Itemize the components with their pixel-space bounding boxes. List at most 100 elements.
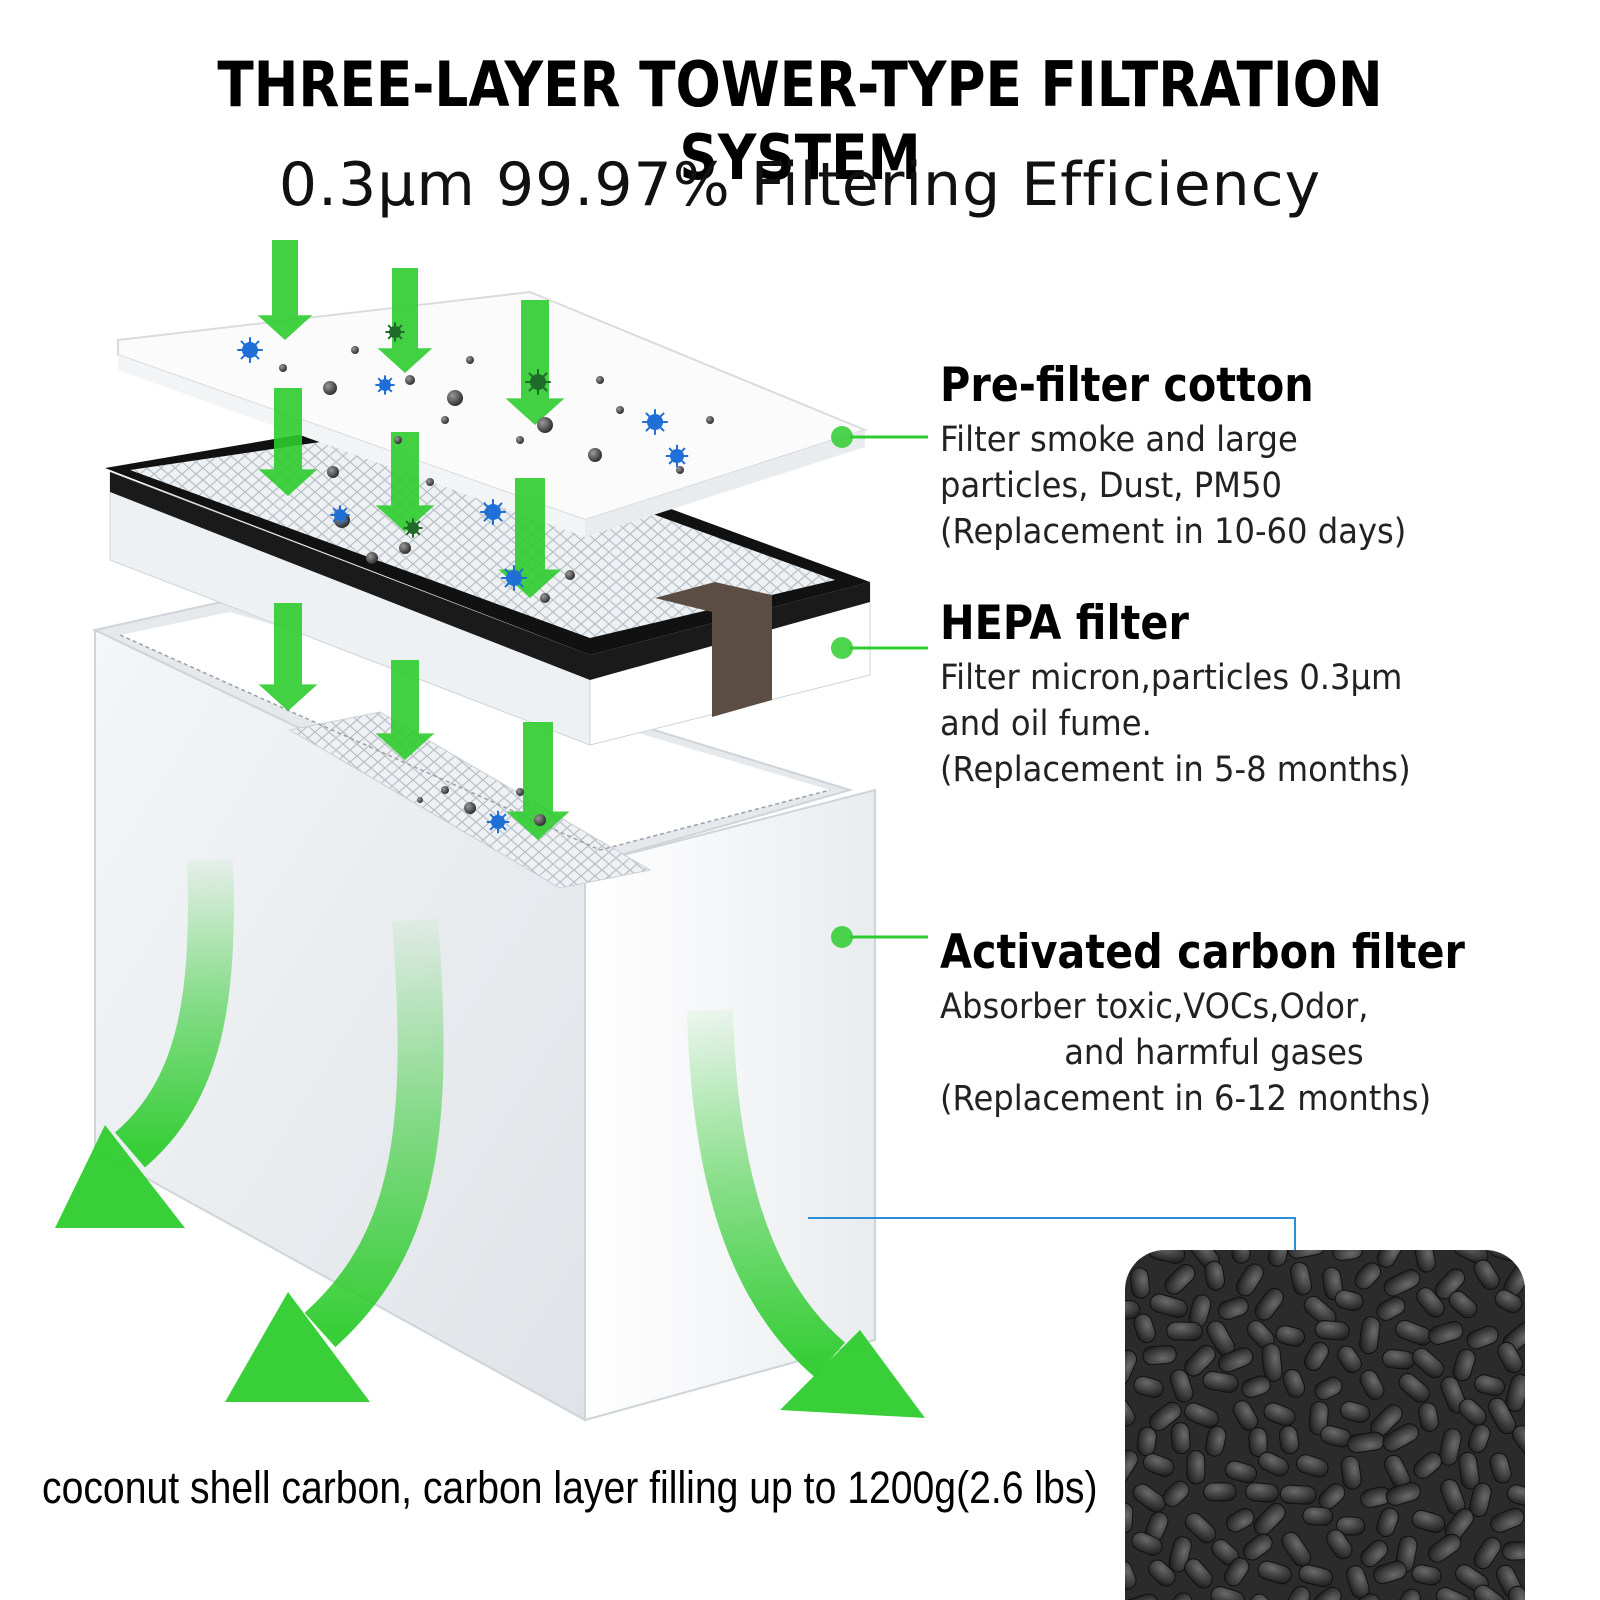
carbon-pellet <box>1428 1321 1464 1345</box>
carbon-pellet <box>1336 1516 1366 1536</box>
carbon-pellet <box>1248 1427 1268 1458</box>
carbon-pellet <box>1395 1319 1432 1346</box>
carbon-pellet <box>1494 1289 1523 1314</box>
carbon-pellet <box>1385 1481 1421 1506</box>
carbon-pellet <box>1282 1585 1311 1600</box>
carbon-pellet <box>1347 1431 1385 1454</box>
carbon-pellet <box>1287 1250 1326 1259</box>
down-arrow-icon <box>505 300 565 425</box>
carbon-pellet <box>1487 1397 1517 1435</box>
carbon-pellet <box>1125 1349 1138 1386</box>
carbon-pellet <box>1125 1593 1159 1600</box>
carbon-pellet <box>1275 1325 1305 1347</box>
airflow-arrows <box>55 240 925 1418</box>
dust-particle <box>676 466 684 474</box>
layer-desc-line: (Replacement in 5-8 months) <box>940 750 1411 790</box>
dust-particle <box>366 552 378 564</box>
dust-particle <box>279 364 287 372</box>
virus-icon <box>501 565 527 591</box>
carbon-pellet <box>1382 1349 1415 1370</box>
carbon-pellet <box>1186 1450 1206 1485</box>
carbon-pellet <box>1125 1397 1136 1427</box>
layer-carbon: Activated carbon filter Absorber toxic,V… <box>940 925 1537 1122</box>
leader-pre-filter <box>831 426 928 448</box>
carbon-pellet <box>1289 1261 1313 1296</box>
carbon-pellet <box>1383 1268 1421 1297</box>
carbon-pellet <box>1162 1592 1193 1600</box>
carbon-pellet <box>1382 1423 1419 1452</box>
carbon-pellet <box>1133 1313 1156 1344</box>
carbon-pellet <box>1245 1482 1280 1503</box>
carbon-pellet <box>1314 1376 1343 1401</box>
carbon-pellet <box>1473 1584 1506 1600</box>
carbon-pellet <box>1218 1347 1254 1373</box>
carbon-pellet <box>1235 1263 1264 1297</box>
carbon-pellet <box>1142 1344 1177 1366</box>
leader-hepa <box>831 637 928 659</box>
carbon-pellet <box>1125 1560 1137 1590</box>
carbon-pellet <box>1489 1452 1512 1484</box>
carbon-pellet <box>1263 1402 1296 1427</box>
carbon-pellet <box>1253 1503 1286 1536</box>
carbon-pellet <box>1417 1402 1440 1432</box>
leader-carbon-photo <box>808 1217 1296 1255</box>
virus-icon <box>525 369 551 395</box>
carbon-pellet <box>1438 1428 1462 1466</box>
airflow-arrowhead-icon <box>780 1330 925 1418</box>
carbon-pellet <box>1427 1533 1462 1563</box>
dust-particle <box>323 381 337 395</box>
carbon-pellet <box>1435 1587 1472 1600</box>
down-arrow-icon <box>257 240 313 340</box>
dust-particle <box>399 542 411 554</box>
airflow-curve <box>304 918 444 1348</box>
carbon-pellet <box>1149 1293 1188 1319</box>
hepa-filter-panel <box>105 415 871 746</box>
layer-name: Pre-filter cotton <box>940 358 1314 413</box>
carbon-pellet <box>1142 1453 1175 1477</box>
dust-particle <box>441 786 449 794</box>
carbon-pellet <box>1249 1593 1277 1600</box>
virus-icon <box>486 810 510 834</box>
down-arrow-icon <box>377 268 433 373</box>
carbon-pellet <box>1318 1483 1346 1510</box>
layer-desc-line: Filter micron,particles 0.3μm <box>940 658 1403 698</box>
carbon-pellet <box>1473 1536 1502 1570</box>
virus-icon <box>375 375 395 395</box>
carbon-pellet <box>1337 1345 1362 1374</box>
carbon-pellet <box>1279 1484 1317 1505</box>
carbon-pellet <box>1334 1289 1364 1312</box>
carbon-pellet <box>1506 1484 1525 1508</box>
layer-desc-line: (Replacement in 10-60 days) <box>940 512 1407 552</box>
carbon-pellet <box>1257 1451 1289 1477</box>
layer-desc-line: (Replacement in 6-12 months) <box>940 1079 1432 1119</box>
airflow-arrowhead-icon <box>225 1292 370 1402</box>
virus-icon <box>642 409 668 435</box>
carbon-pellet <box>1473 1259 1500 1291</box>
carbon-pellet <box>1346 1593 1381 1600</box>
virus-icon <box>237 337 263 363</box>
carbon-pellet <box>1466 1325 1499 1350</box>
carbon-pellet <box>1458 1398 1487 1427</box>
carbon-pellet <box>1267 1250 1290 1267</box>
carbon-pellet <box>1231 1250 1251 1264</box>
dust-particle <box>441 416 449 424</box>
dust-particle <box>417 797 423 803</box>
carbon-photo <box>1125 1250 1525 1600</box>
layer-name: HEPA filter <box>940 596 1189 651</box>
carbon-pellet <box>1303 1341 1329 1371</box>
dust-particle <box>466 356 474 364</box>
carbon-pellet <box>1458 1451 1480 1490</box>
dust-particle <box>537 417 553 433</box>
virus-icon <box>385 322 405 342</box>
carbon-pellet <box>1125 1449 1139 1484</box>
carbon-pellets-image <box>1125 1250 1525 1600</box>
carbon-pellet <box>1296 1454 1329 1478</box>
layer-desc-line: particles, Dust, PM50 <box>940 466 1282 506</box>
carbon-pellet <box>1376 1296 1406 1321</box>
carbon-pellet <box>1413 1451 1442 1479</box>
caption: coconut shell carbon, carbon layer filli… <box>42 1462 1098 1513</box>
dust-particle <box>516 436 524 444</box>
dust-particle <box>405 375 415 385</box>
carbon-pellet <box>1411 1509 1446 1533</box>
virus-icon <box>330 505 350 525</box>
